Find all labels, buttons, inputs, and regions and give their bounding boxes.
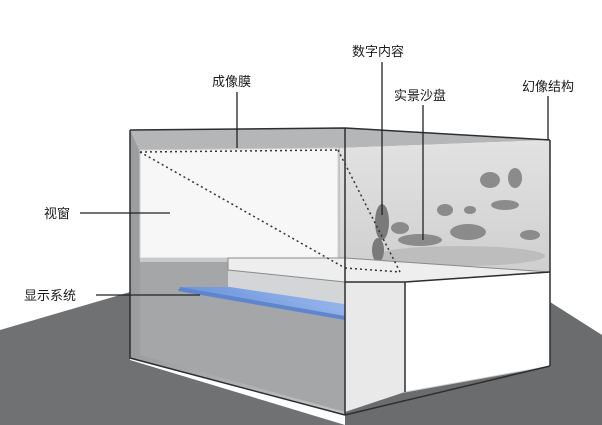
label-display-system: 显示系统 <box>24 289 76 304</box>
leader-lines <box>80 62 549 296</box>
imaging-film <box>139 149 401 273</box>
lower-cabinet-side <box>345 282 405 412</box>
viewing-window <box>139 147 339 259</box>
label-illusion-structure: 幻像结构 <box>522 80 574 95</box>
label-digital-content: 数字内容 <box>352 44 404 60</box>
label-sand-table: 实景沙盘 <box>394 88 446 104</box>
box-outline <box>129 127 551 416</box>
label-viewing-window: 视窗 <box>44 206 70 222</box>
label-imaging-film: 成像膜 <box>212 75 251 90</box>
display-screen-edge <box>178 287 345 320</box>
display-housing <box>140 262 345 412</box>
ground-plane <box>0 292 345 425</box>
display-screen <box>180 287 398 316</box>
